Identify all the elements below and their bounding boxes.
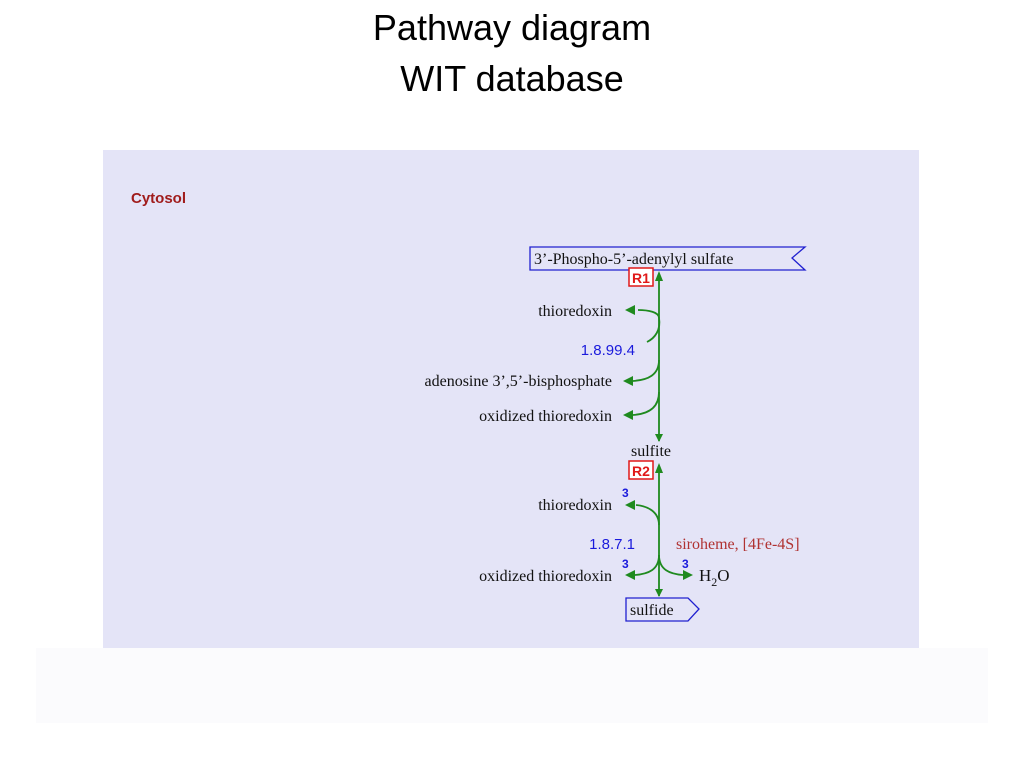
reaction-2-input-thioredoxin: thioredoxin — [538, 497, 612, 514]
reaction-2-label: R2 — [632, 463, 650, 479]
end-compound-label: sulfide — [630, 602, 674, 619]
reaction-1-label: R1 — [632, 270, 650, 286]
pathway-diagram-svg: Cytosol 3’-Phospho-5’-adenylyl sulfate R… — [131, 190, 807, 622]
pathway-diagram-panel: Cytosol 3’-Phospho-5’-adenylyl sulfate R… — [103, 150, 919, 648]
intermediate-compound-label: sulfite — [631, 443, 671, 460]
reaction-1-arrowhead-c — [623, 410, 633, 420]
reaction-2-arrowhead-input — [625, 500, 635, 510]
reaction-1-input-thioredoxin: thioredoxin — [538, 303, 612, 320]
reaction-2-arrowhead-water — [683, 570, 693, 580]
reaction-2-box — [628, 460, 654, 480]
reaction-2-output-oxidized-thioredoxin: oxidized thioredoxin — [479, 568, 612, 585]
compartment-label: Cytosol — [131, 190, 186, 207]
reaction-1-enzyme-ec: 1.8.99.4 — [581, 342, 635, 359]
water-product-label: H2O — [699, 566, 730, 589]
start-compound-box — [529, 246, 807, 271]
background-fade-block — [36, 648, 988, 723]
reaction-2-reverse-arrowhead — [655, 463, 663, 473]
reaction-2-side-arrow-input — [635, 504, 660, 526]
reaction-1-side-arrow-b — [632, 359, 660, 382]
reaction-2-input-stoichiometry: 3 — [622, 486, 629, 500]
reaction-2-output-stoichiometry: 3 — [622, 557, 629, 571]
reaction-1-box — [628, 267, 654, 287]
reaction-1-reverse-arrowhead — [655, 271, 663, 281]
reaction-2-cofactors: siroheme, [4Fe-4S] — [676, 536, 800, 553]
slide-title-line-1: Pathway diagram — [372, 7, 652, 48]
reaction-1-output-bisphosphate: adenosine 3’,5’-bisphosphate — [424, 373, 612, 390]
reaction-1-side-arrow-a — [646, 317, 661, 343]
slide-title-line-2: WIT database — [400, 58, 624, 99]
reaction-1-arrowhead-b — [623, 376, 633, 386]
end-compound-box — [625, 597, 700, 622]
reaction-2-side-arrow-output — [634, 554, 660, 576]
reaction-2-enzyme-ec: 1.8.7.1 — [589, 536, 635, 553]
reaction-2-water-stoichiometry: 3 — [682, 557, 689, 571]
reaction-2-side-arrow-water — [658, 554, 684, 576]
reaction-1-side-arrow-c — [632, 391, 660, 416]
reaction-2-arrowhead-output — [625, 570, 635, 580]
reaction-1-output-oxidized-thioredoxin: oxidized thioredoxin — [479, 408, 612, 425]
reaction-1-arrowhead-a — [625, 305, 635, 315]
start-compound-label: 3’-Phospho-5’-adenylyl sulfate — [534, 251, 734, 268]
